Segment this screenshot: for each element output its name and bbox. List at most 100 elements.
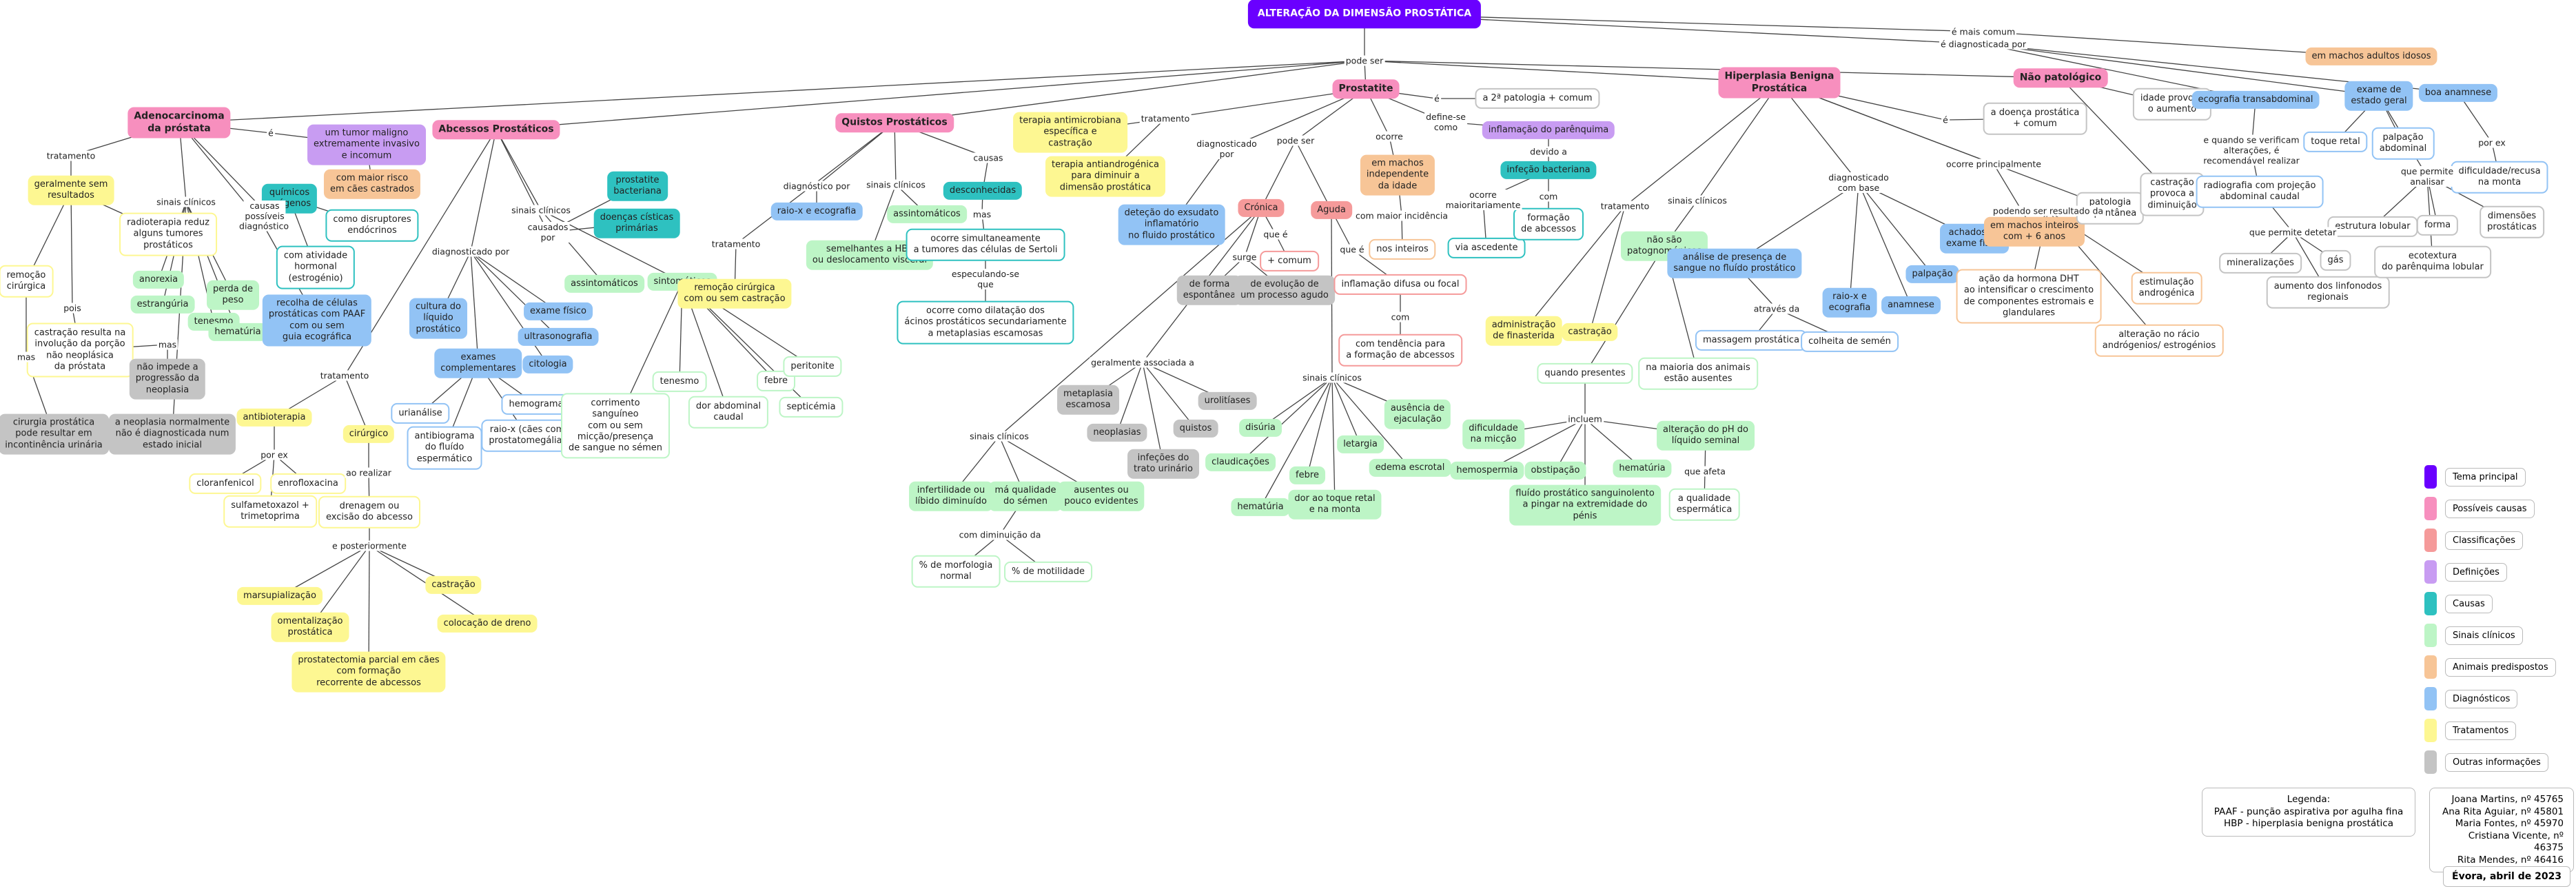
raiox-caes-node[interactable]: raio-x (cães com prostatomegália): [481, 419, 573, 452]
forma-node[interactable]: forma: [2416, 214, 2459, 236]
toque-retal-node[interactable]: toque retal: [2303, 131, 2368, 153]
perda-peso-node[interactable]: perda de peso: [207, 280, 259, 310]
raiox-eco-hbp-node[interactable]: raio-x e ecografia: [1822, 287, 1877, 318]
enrofloxacina-node[interactable]: enrofloxacina: [270, 473, 346, 495]
sulfametoxazol-node[interactable]: sulfametoxazol + trimetoprima: [223, 495, 317, 528]
neoplasias-node[interactable]: neoplasias: [1087, 423, 1147, 442]
citologia-node[interactable]: citologia: [522, 355, 573, 374]
maior-risco-node[interactable]: com maior risco em cães castrados: [323, 169, 421, 199]
hematuria-adeno-node[interactable]: hematúria: [208, 322, 267, 342]
infecoes-trato-node[interactable]: infeções do trato urinário: [1127, 449, 1199, 479]
doencas-cisticas-node[interactable]: doenças císticas primárias: [593, 208, 680, 238]
tumor-definition-node[interactable]: um tumor maligno extremamente invasivo e…: [307, 124, 426, 165]
formacao-abcessos-node[interactable]: formação de abcessos: [1513, 207, 1584, 240]
fluido-sanguinolento-node[interactable]: fluído prostático sanguinolento a pingar…: [1509, 484, 1661, 526]
infecao-bacteriana-node[interactable]: infeção bacteriana: [1500, 161, 1597, 180]
castracao-hbp-node[interactable]: castração: [1562, 322, 1618, 342]
assintomaticos-abc-node[interactable]: assintomáticos: [564, 274, 644, 294]
hematuria-hbp-node[interactable]: hematúria: [1613, 459, 1672, 478]
machos-adultos-node[interactable]: em machos adultos idosos: [2305, 47, 2437, 66]
ocorre-dilatacao-node[interactable]: ocorre como dilatação dos ácinos prostát…: [897, 300, 1074, 345]
terapia-antimicrobiana-node[interactable]: terapia antimicrobiana específica e cast…: [1013, 112, 1127, 153]
palpacao-abdominal-node[interactable]: palpação abdominal: [2371, 127, 2435, 160]
exame-estado-geral-node[interactable]: exame de estado geral: [2344, 81, 2413, 111]
boa-anamnese-node[interactable]: boa anamnese: [2418, 83, 2498, 103]
castracao-provoca-node[interactable]: castração provoca a diminuição: [2140, 172, 2205, 216]
dificuldade-miccao-node[interactable]: dificuldade na micção: [1462, 419, 1524, 449]
inflamacao-parenquima-node[interactable]: inflamação do parênquima: [1482, 121, 1615, 140]
nao-impede-node[interactable]: não impede a progressão da neoplasia: [129, 358, 206, 400]
cultura-node[interactable]: cultura do líquido prostático: [409, 298, 467, 339]
estranguria-node[interactable]: estrangúria: [130, 295, 195, 314]
na-maioria-node[interactable]: na maioria dos animais estão ausentes: [1638, 357, 1758, 390]
analise-sangue-node[interactable]: análise de presença de sangue no fluído …: [1667, 248, 1802, 278]
mineralizacoes-node[interactable]: mineralizações: [2219, 252, 2302, 274]
drenagem-node[interactable]: drenagem ou excisão do abcesso: [318, 495, 421, 529]
radioterapia-node[interactable]: radioterapia reduz alguns tumores prostá…: [119, 212, 217, 256]
atividade-node[interactable]: com atividade hormonal (estrogénio): [276, 245, 356, 289]
remocao-quistos-node[interactable]: remoção cirúrgica com ou sem castração: [677, 278, 792, 309]
evolucao-agudo-node[interactable]: de evolução de um processo agudo: [1234, 275, 1335, 305]
alteracao-ph-node[interactable]: alteração do pH do líquido seminal: [1657, 420, 1755, 451]
main-topic-node[interactable]: ALTERAÇÃO DA DIMENSÃO PROSTÁTICA: [1247, 0, 1482, 28]
terapia-antiandrogenica-node[interactable]: terapia antiandrogénica para diminuir a …: [1045, 156, 1165, 197]
febre-abc-node[interactable]: febre: [757, 370, 795, 392]
ecografia-transabdominal-node[interactable]: ecografia transabdominal: [2191, 90, 2320, 110]
massagem-node[interactable]: massagem prostática: [1695, 329, 1808, 351]
colocacao-dreno-node[interactable]: colocação de dreno: [437, 614, 538, 633]
doenca-prostatica-node[interactable]: a doença prostática + comum: [1983, 102, 2087, 135]
geral-sem-node[interactable]: geralmente sem resultados: [28, 175, 114, 205]
ecotextura-node[interactable]: ecotextura do parênquima lobular: [2374, 245, 2491, 278]
ausencia-ejaculacao-node[interactable]: ausência de ejaculação: [1384, 399, 1451, 429]
hbp-node[interactable]: Hiperplasia Benigna Prostática: [1718, 67, 1841, 99]
machos-inteiros-node[interactable]: em machos inteiros com + 6 anos: [1983, 216, 2085, 247]
adenocarcinoma-node[interactable]: Adenocarcinoma da próstata: [127, 107, 231, 139]
cirurgico-node[interactable]: cirúrgico: [343, 424, 395, 444]
corrimento-node[interactable]: corrimento sanguíneo com ou sem micção/p…: [561, 393, 670, 459]
mais-comum-node[interactable]: + comum: [1260, 250, 1319, 272]
acao-dht-node[interactable]: ação da hormona DHT ao intensificar o cr…: [1956, 269, 2102, 324]
disuria-node[interactable]: disúria: [1239, 418, 1282, 438]
morfologia-node[interactable]: % de morfologia normal: [911, 555, 1001, 588]
abcessos-node[interactable]: Abcessos Prostáticos: [432, 120, 560, 139]
ma-qualidade-node[interactable]: má qualidade do sémen: [988, 481, 1063, 511]
ultrasonografia-node[interactable]: ultrasonografia: [518, 327, 599, 347]
urolitiases-node[interactable]: urolitíases: [1198, 391, 1257, 411]
aguda-node[interactable]: Aguda: [1311, 201, 1352, 220]
castracao-abc-node[interactable]: castração: [425, 575, 482, 595]
dor-toque-node[interactable]: dor ao toque retal e na monta: [1288, 489, 1382, 520]
nos-inteiros-node[interactable]: nos inteiros: [1369, 238, 1436, 260]
detecao-exsudato-node[interactable]: deteção do exsudato inflamatório no flui…: [1118, 204, 1225, 245]
finasterida-node[interactable]: administração de finasterida: [1485, 316, 1562, 346]
claudicacoes-node[interactable]: claudicações: [1205, 453, 1276, 472]
estimulacao-node[interactable]: estimulação androgénica: [2131, 272, 2202, 305]
gas-node[interactable]: gás: [2320, 249, 2351, 272]
hemospermia-node[interactable]: hemospermia: [1450, 461, 1524, 480]
alteracao-racio-node[interactable]: alteração no rácio andrógenios/ estrogén…: [2094, 324, 2224, 357]
radiografia-node[interactable]: radiografia com projeção abdominal cauda…: [2196, 175, 2324, 208]
dificuldade-recusa-node[interactable]: dificuldade/recusa na monta: [2451, 161, 2548, 194]
via-ascendente-node[interactable]: via ascedente: [1447, 237, 1526, 259]
dimensoes-node[interactable]: dimensões prostáticas: [2480, 205, 2544, 238]
exame-fisico-abc-node[interactable]: exame físico: [524, 302, 593, 321]
infertilidade-node[interactable]: infertilidade ou líbido diminuído: [909, 481, 993, 511]
febre-prost-node[interactable]: febre: [1289, 466, 1325, 485]
prostatite-node[interactable]: Prostatite: [1332, 79, 1400, 99]
palpacao-node[interactable]: palpação: [1905, 265, 1959, 284]
inflamacao-difusa-node[interactable]: inflamação difusa ou focal: [1333, 274, 1467, 296]
obstipacao-node[interactable]: obstipação: [1524, 461, 1586, 480]
machos-indep-node[interactable]: em machos independente da idade: [1360, 154, 1435, 196]
metaplasia-node[interactable]: metaplasia escamosa: [1057, 385, 1119, 415]
quistos-associada-node[interactable]: quistos: [1173, 419, 1218, 438]
prostatectomia-node[interactable]: prostatectomia parcial em cães com forma…: [292, 651, 446, 693]
tenesmo-abc-node[interactable]: tenesmo: [652, 371, 707, 393]
nao-patologico-node[interactable]: Não patológico: [2013, 68, 2108, 88]
tendencia-abcessos-node[interactable]: com tendência para a formação de abcesso…: [1338, 334, 1462, 367]
segunda-patologia-node[interactable]: a 2ª patologia + comum: [1475, 88, 1600, 110]
cirurgia-prostatica-node[interactable]: cirurgia prostática pode resultar em inc…: [0, 413, 109, 455]
hematuria-prost-node[interactable]: hematúria: [1231, 498, 1290, 517]
qualidade-espermatica-node[interactable]: a qualidade espermática: [1668, 488, 1740, 521]
raiox-eco-quistos-node[interactable]: raio-x e ecografia: [770, 202, 863, 221]
ocorre-simultaneamente-node[interactable]: ocorre simultaneamente a tumores das cél…: [906, 228, 1065, 261]
assintomaticos-q-node[interactable]: assintomáticos: [887, 205, 967, 224]
